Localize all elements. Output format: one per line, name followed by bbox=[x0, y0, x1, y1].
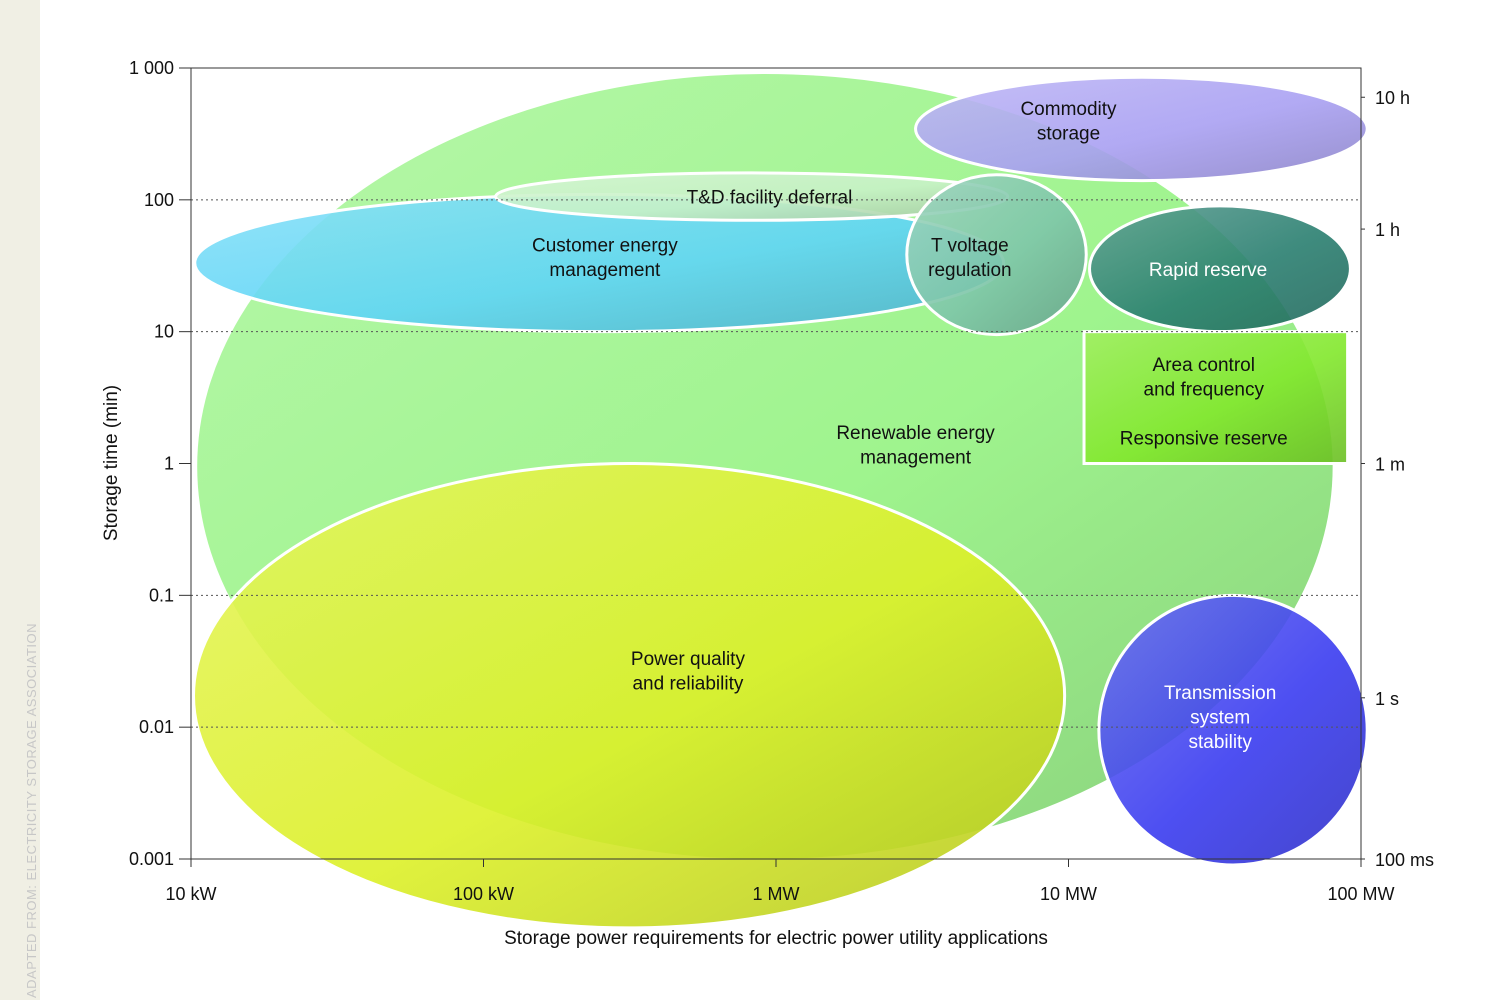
region-label-area-control: Responsive reserve bbox=[1120, 428, 1288, 449]
region-label-td-deferral: T&D facility deferral bbox=[687, 187, 853, 208]
region-label-power-quality: Power quality bbox=[631, 649, 746, 670]
x-tick-label: 100 kW bbox=[453, 884, 514, 904]
region-label-commodity: storage bbox=[1037, 124, 1100, 145]
right-tick-label: 100 ms bbox=[1375, 850, 1434, 870]
region-label-tss: system bbox=[1190, 708, 1250, 729]
x-tick-label: 1 MW bbox=[753, 884, 800, 904]
region-tss bbox=[1097, 593, 1369, 867]
region-label-t-voltage: T voltage bbox=[931, 236, 1009, 257]
region-label-rapid-reserve: Rapid reserve bbox=[1149, 260, 1267, 281]
right-tick-label: 10 h bbox=[1375, 88, 1410, 108]
y-tick-label: 10 bbox=[154, 322, 174, 342]
region-t-voltage bbox=[905, 173, 1088, 337]
region-label-tss: Transmission bbox=[1164, 683, 1276, 704]
y-tick-label: 0.1 bbox=[149, 585, 174, 605]
x-tick-label: 10 kW bbox=[165, 884, 216, 904]
region-labels-layer: Renewable energy management Customer energ… bbox=[532, 99, 1288, 753]
y-tick-label: 0.01 bbox=[139, 717, 174, 737]
region-label-area-control: Area control bbox=[1153, 355, 1255, 376]
x-axis-title: Storage power requirements for electric … bbox=[504, 928, 1048, 949]
region-label-commodity: Commodity bbox=[1020, 99, 1117, 120]
regions-layer bbox=[192, 74, 1369, 930]
region-label-renewable: Renewable energy bbox=[836, 423, 995, 444]
y-tick-label: 1 000 bbox=[129, 58, 174, 78]
y-tick-label: 1 bbox=[164, 454, 174, 474]
region-commodity bbox=[914, 75, 1369, 183]
y-tick-label: 0.001 bbox=[129, 849, 174, 869]
region-power-quality bbox=[192, 462, 1067, 930]
axes-layer: 10 kW 100 kW 1 MW 10 MW 100 MW 1 000 100 10 1 0.1… bbox=[129, 58, 1434, 904]
region-label-area-control: and frequency bbox=[1144, 379, 1265, 400]
x-tick-label: 100 MW bbox=[1327, 884, 1394, 904]
right-tick-label: 1 h bbox=[1375, 220, 1400, 240]
region-label-tss: stability bbox=[1188, 732, 1252, 753]
region-label-customer: Customer energy bbox=[532, 236, 678, 257]
right-tick-label: 1 s bbox=[1375, 689, 1399, 709]
region-label-renewable: management bbox=[860, 447, 972, 468]
region-label-power-quality: and reliability bbox=[632, 674, 743, 695]
y-axis-title: Storage time (min) bbox=[101, 385, 122, 541]
right-tick-label: 1 m bbox=[1375, 455, 1405, 475]
x-tick-label: 10 MW bbox=[1040, 884, 1097, 904]
grid-layer bbox=[191, 199, 1361, 728]
y-tick-label: 100 bbox=[144, 190, 174, 210]
region-label-customer: management bbox=[549, 260, 661, 281]
region-label-t-voltage: regulation bbox=[928, 260, 1011, 281]
region-area-control bbox=[1082, 330, 1350, 465]
